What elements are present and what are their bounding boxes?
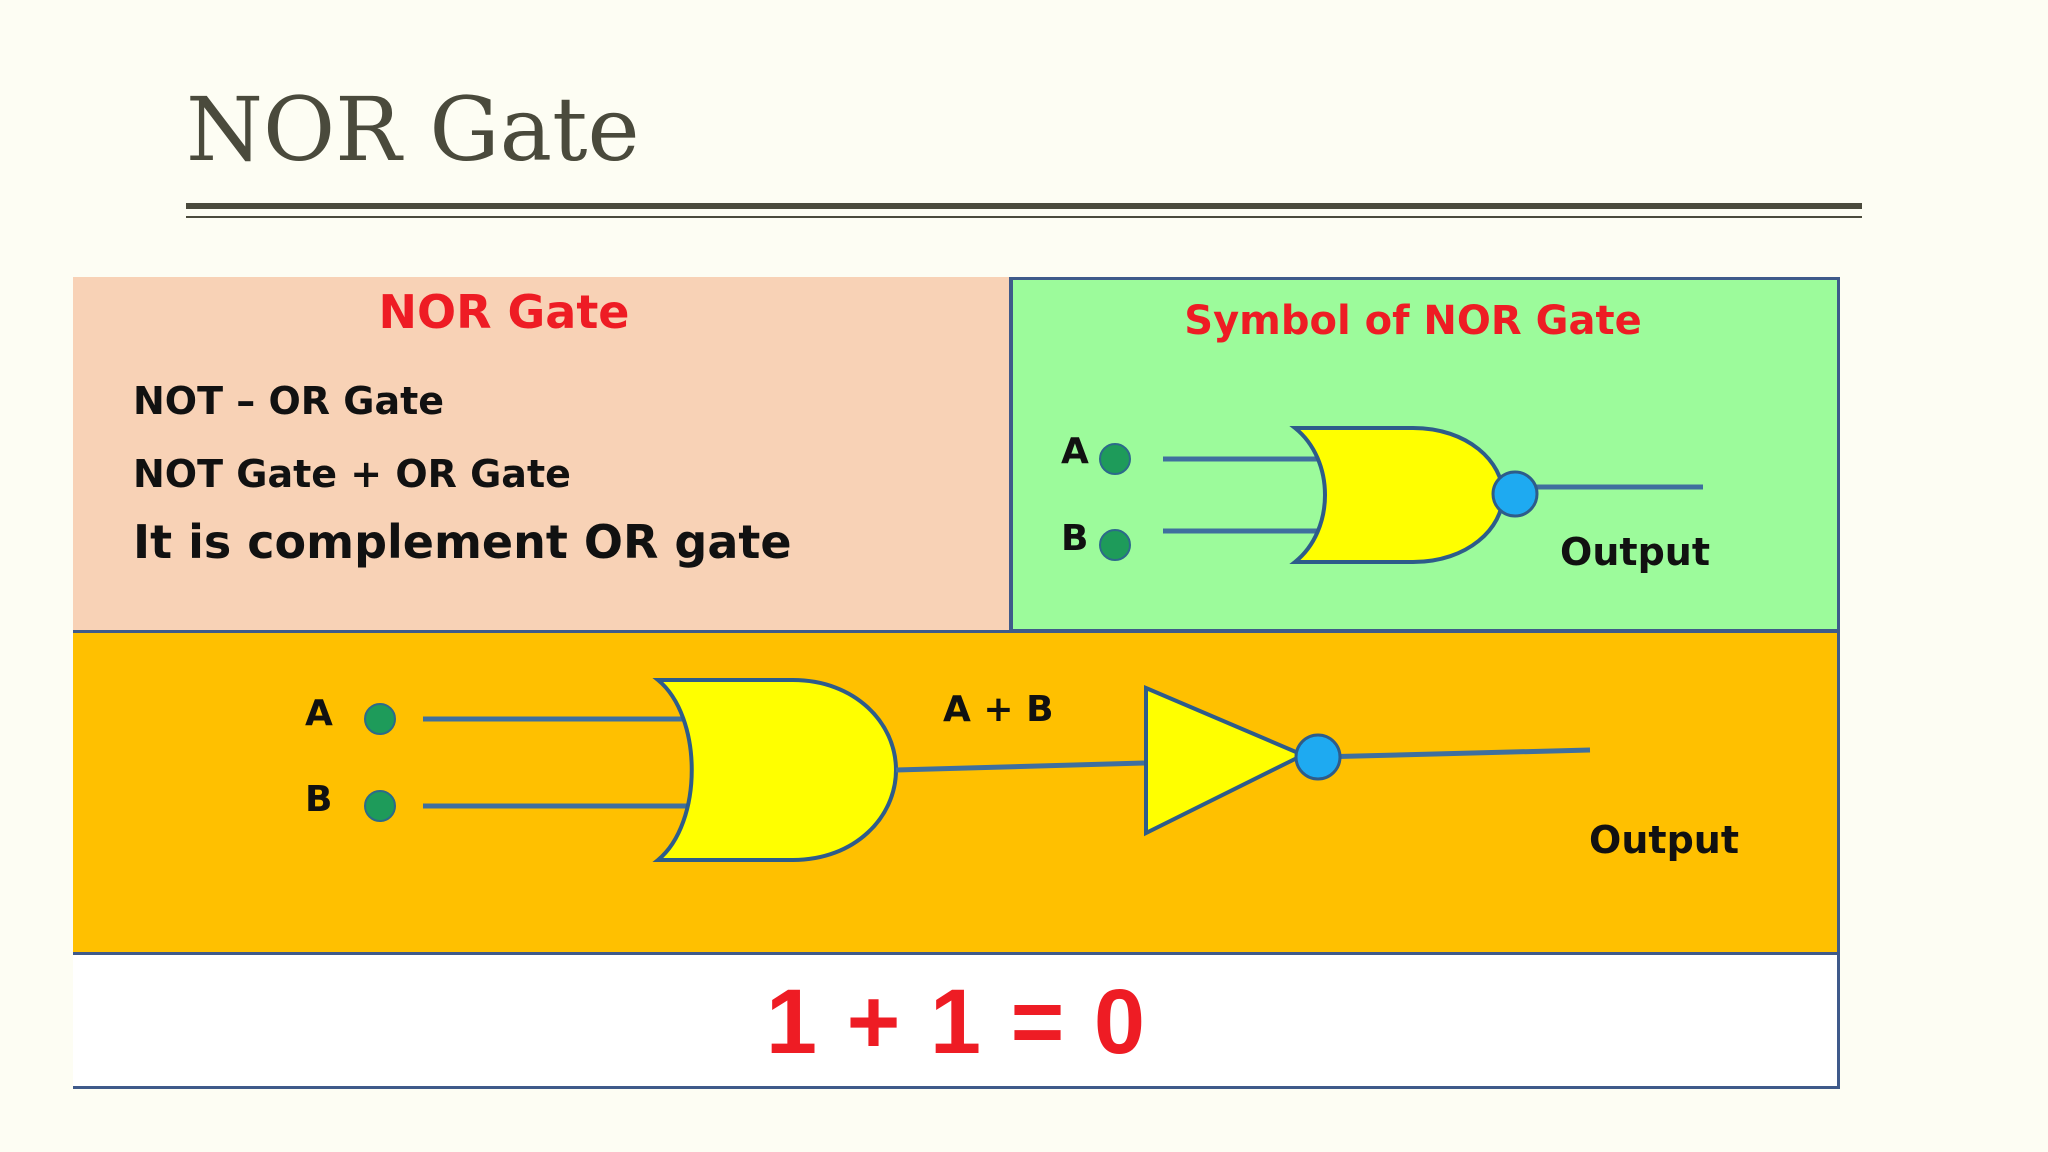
input-a-dot: [1099, 443, 1131, 475]
equation: 1 + 1 = 0: [73, 955, 1840, 1089]
or-gate-shape: [1289, 426, 1506, 564]
not-gate-shape: [1144, 684, 1308, 837]
circuit-panel: A B A + B Output: [73, 630, 1840, 955]
inversion-bubble: [1491, 470, 1539, 518]
circuit-output-label: Output: [1589, 818, 1739, 862]
input-b-dot: [1099, 529, 1131, 561]
nor-gate-diagram: NOR Gate NOT – OR Gate NOT Gate + OR Gat…: [73, 277, 1840, 1089]
definition-panel: NOR Gate NOT – OR Gate NOT Gate + OR Gat…: [73, 277, 1013, 632]
output-wire: [1317, 747, 1591, 760]
input-b-dot: [364, 790, 396, 822]
intermediate-label: A + B: [943, 689, 1054, 730]
definition-heading: NOR Gate: [378, 285, 630, 339]
slide-title: NOR Gate: [186, 78, 640, 181]
circuit-input-b-label: B: [305, 779, 332, 820]
symbol-input-b-label: B: [1061, 518, 1088, 559]
inversion-bubble: [1294, 733, 1342, 781]
symbol-output-label: Output: [1560, 530, 1710, 574]
input-a-dot: [364, 703, 396, 735]
title-rule-thin: [186, 216, 1862, 218]
definition-line: It is complement OR gate: [133, 515, 792, 569]
definition-line: NOT – OR Gate: [133, 379, 445, 423]
symbol-panel: Symbol of NOR Gate A B Output: [1013, 277, 1840, 632]
or-gate-shape: [652, 678, 899, 862]
symbol-input-a-label: A: [1061, 431, 1089, 472]
title-rule-thick: [186, 203, 1862, 209]
nor-circuit-svg: A B A + B Output: [305, 678, 1739, 862]
nor-symbol-svg: A B Output: [1061, 426, 1710, 574]
symbol-heading: Symbol of NOR Gate: [1184, 298, 1642, 344]
circuit-input-a-label: A: [305, 693, 333, 734]
intermediate-wire: [895, 760, 1147, 773]
equation-text: 1 + 1 = 0: [765, 970, 1148, 1073]
definition-line: NOT Gate + OR Gate: [133, 452, 571, 496]
equation-panel: 1 + 1 = 0: [73, 955, 1840, 1089]
